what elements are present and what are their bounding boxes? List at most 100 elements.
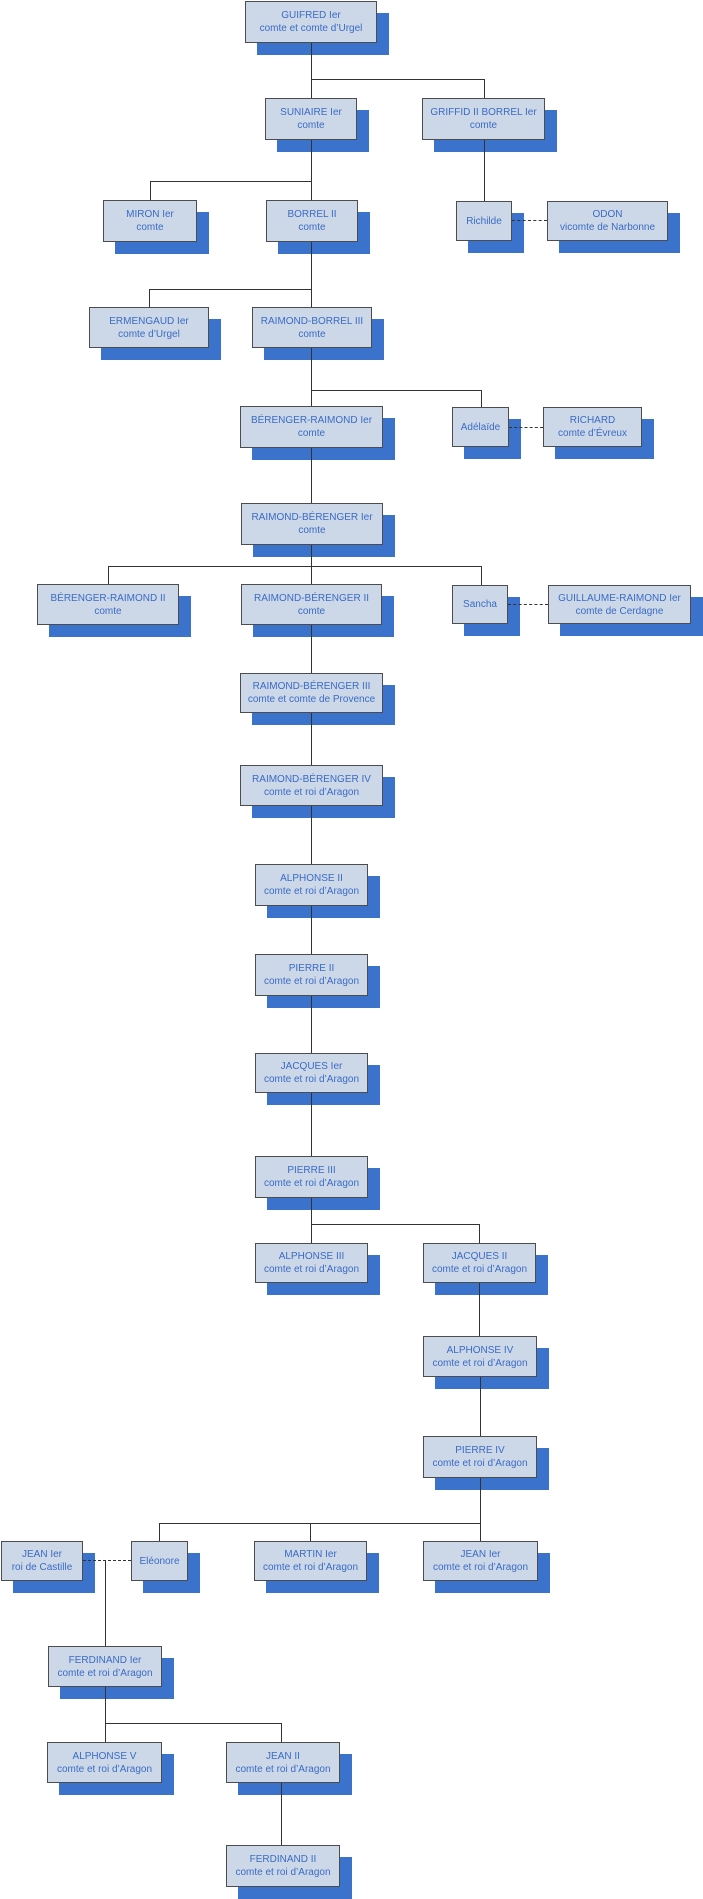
- person-title: comte: [469, 120, 498, 131]
- person-title: comte: [297, 428, 326, 439]
- person-title: comte et roi d’Aragon: [263, 1074, 360, 1085]
- node-alphonse-iv: ALPHONSE IV comte et roi d’Aragon: [423, 1336, 537, 1377]
- node-berenger-raimond-ii: BÉRENGER-RAIMOND II comte: [37, 584, 179, 625]
- connector-line: [150, 181, 151, 200]
- node-ermengaud-ier: ERMENGAUD Ier comte d’Urgel: [89, 307, 209, 348]
- person-name: RAIMOND-BÉRENGER III: [252, 681, 371, 692]
- person-name: PIERRE II: [288, 963, 335, 974]
- person-name: JEAN Ier: [21, 1549, 62, 1560]
- marriage-dashed-line: [512, 220, 547, 221]
- person-name: MARTIN Ier: [284, 1549, 337, 1560]
- person-name: RAIMOND-BORREL III: [260, 315, 364, 327]
- connector-line: [311, 996, 312, 1053]
- person-name: FERDINAND II: [249, 1854, 317, 1865]
- person-title: comte et roi d’Aragon: [263, 786, 360, 798]
- connector-line: [484, 140, 485, 201]
- connector-line: [108, 566, 109, 584]
- person-name: GRIFFID II BORREL Ier: [430, 107, 537, 118]
- node-raimond-borrel-iii: RAIMOND-BORREL III comte: [252, 307, 372, 348]
- person-name: ALPHONSE IV: [446, 1344, 514, 1356]
- connector-line: [484, 79, 485, 98]
- node-miron-ier: MIRON Ier comte: [103, 200, 197, 242]
- person-title: comte: [297, 605, 326, 617]
- marriage-dashed-line: [509, 427, 543, 428]
- node-richard: RICHARD comte d’Évreux: [543, 407, 642, 447]
- person-title: comte et roi d’Aragon: [235, 1763, 331, 1775]
- person-name: ODON: [592, 209, 623, 220]
- person-title: comte: [94, 605, 122, 617]
- connector-line: [149, 289, 312, 290]
- person-name: ERMENGAUD Ier: [109, 315, 189, 327]
- connector-line: [311, 806, 312, 864]
- person-title: comte et comte de Provence: [247, 694, 376, 705]
- person-name: Adélaïde: [460, 421, 501, 433]
- node-borrel-ii: BORREL II comte: [266, 200, 358, 242]
- node-jean-ier-aragon: JEAN Ier comte et roi d’Aragon: [423, 1541, 538, 1581]
- connector-line: [105, 1561, 106, 1646]
- node-pierre-iv: PIERRE IV comte et roi d’Aragon: [423, 1436, 537, 1478]
- person-name: Richilde: [466, 215, 502, 227]
- person-title: comte et roi d’Aragon: [432, 1357, 528, 1369]
- node-raimond-berenger-iv: RAIMOND-BÉRENGER IV comte et roi d’Arago…: [240, 765, 383, 806]
- node-sancha: Sancha: [452, 585, 508, 624]
- node-jacques-ier: JACQUES Ier comte et roi d’Aragon: [255, 1053, 368, 1093]
- person-title: comte: [298, 222, 326, 233]
- person-title: comte et roi d’Aragon: [56, 1763, 153, 1775]
- person-name: SUNIAIRE Ier: [280, 107, 342, 118]
- person-name: Sancha: [463, 599, 497, 610]
- person-title: comte d’Urgel: [118, 328, 180, 340]
- person-name: JEAN Ier: [460, 1549, 501, 1560]
- connector-line: [311, 242, 312, 307]
- node-martin-ier: MARTIN Ier comte et roi d’Aragon: [254, 1541, 367, 1581]
- connector-line: [311, 1224, 480, 1225]
- node-raimond-berenger-ier: RAIMOND-BÉRENGER Ier comte: [241, 503, 383, 545]
- person-title: comte d’Évreux: [558, 428, 627, 439]
- person-name: RAIMOND-BÉRENGER IV: [252, 773, 371, 785]
- person-title: comte: [297, 120, 325, 131]
- person-title: comte et roi d’Aragon: [263, 1178, 360, 1189]
- person-name: PIERRE IV: [455, 1445, 505, 1456]
- person-title: comte et roi d’Aragon: [263, 886, 360, 897]
- connector-line: [311, 545, 312, 584]
- connector-line: [105, 1687, 106, 1742]
- connector-line: [480, 1478, 481, 1541]
- node-suniaire-ier: SUNIAIRE Ier comte: [265, 98, 357, 140]
- connector-line: [311, 79, 485, 80]
- node-eleonore: Eléonore: [131, 1541, 188, 1581]
- node-jean-ii: JEAN II comte et roi d’Aragon: [226, 1742, 340, 1783]
- connector-line: [159, 1523, 160, 1541]
- person-title: comte et roi d’Aragon: [263, 976, 360, 987]
- person-name: ALPHONSE II: [280, 873, 343, 884]
- person-name: Eléonore: [139, 1555, 180, 1567]
- person-name: JEAN II: [266, 1750, 300, 1762]
- person-name: BORREL II: [287, 209, 337, 220]
- connector-line: [479, 1283, 480, 1336]
- person-name: ALPHONSE V: [72, 1750, 137, 1762]
- connector-line: [481, 390, 482, 407]
- node-adelaide: Adélaïde: [452, 407, 509, 447]
- connector-line: [311, 625, 312, 673]
- connector-line: [105, 1723, 282, 1724]
- person-name: FERDINAND Ier: [68, 1654, 142, 1666]
- person-name: JACQUES Ier: [280, 1061, 343, 1072]
- node-richilde: Richilde: [456, 201, 512, 241]
- person-name: GUIFRED Ier: [281, 10, 341, 21]
- marriage-dashed-line: [83, 1560, 131, 1561]
- connector-line: [311, 1198, 312, 1243]
- node-guillaume-raimond-ier: GUILLAUME-RAIMOND Ier comte de Cerdagne: [548, 585, 691, 624]
- connector-line: [108, 566, 482, 567]
- person-name: GUILLAUME-RAIMOND Ier: [558, 592, 681, 604]
- person-title: comte et comte d’Urgel: [259, 23, 363, 34]
- person-title: comte: [298, 525, 326, 536]
- connector-line: [480, 1377, 481, 1436]
- node-odon: ODON vicomte de Narbonne: [547, 201, 668, 241]
- node-raimond-berenger-ii: RAIMOND-BÉRENGER II comte: [241, 584, 382, 625]
- person-name: ALPHONSE III: [278, 1251, 345, 1262]
- connector-line: [311, 390, 481, 391]
- person-title: comte et roi d’Aragon: [235, 1867, 331, 1878]
- person-title: comte et roi d’Aragon: [263, 1264, 360, 1275]
- connector-line: [281, 1723, 282, 1742]
- person-title: comte de Cerdagne: [575, 605, 664, 617]
- person-name: RAIMOND-BÉRENGER Ier: [251, 512, 373, 523]
